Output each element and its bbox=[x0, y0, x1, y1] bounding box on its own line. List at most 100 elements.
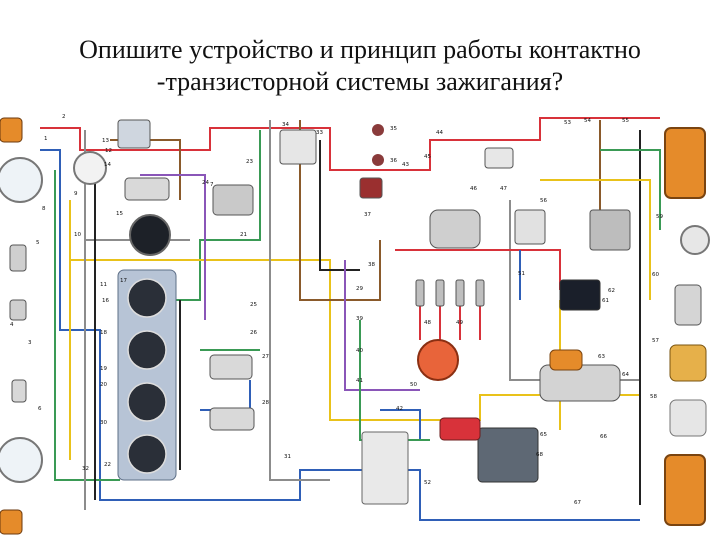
component-number: 34 bbox=[282, 122, 289, 128]
component-number: 38 bbox=[368, 262, 375, 268]
component-number: 45 bbox=[424, 154, 431, 160]
component-number: 63 bbox=[598, 354, 605, 360]
wire-yellow-main bbox=[69, 200, 640, 460]
component-number: 65 bbox=[540, 432, 547, 438]
component-number: 2 bbox=[62, 114, 66, 120]
right-rear-lamp-lower bbox=[664, 454, 706, 526]
component-number: 4 bbox=[10, 322, 14, 328]
component-number: 32 bbox=[82, 466, 89, 472]
right-switch-60 bbox=[674, 284, 702, 326]
horn-left bbox=[9, 244, 27, 272]
relay-block-top bbox=[117, 119, 151, 149]
fuse-panel-18 bbox=[361, 431, 409, 505]
right-lamp-58 bbox=[669, 399, 707, 437]
component-number: 52 bbox=[424, 480, 431, 486]
wire-violet-main bbox=[140, 174, 420, 391]
motor-47 bbox=[484, 147, 514, 169]
component-number: 21 bbox=[240, 232, 247, 238]
component-number: 46 bbox=[470, 186, 477, 192]
component-number: 39 bbox=[356, 316, 363, 322]
component-number: 24 bbox=[202, 180, 209, 186]
gauge-4 bbox=[127, 434, 167, 474]
title-line-2: -транзисторной системы зажигания? bbox=[156, 67, 564, 96]
component-number: 14 bbox=[104, 162, 111, 168]
instrument-panel-frame bbox=[117, 269, 177, 481]
component-number: 55 bbox=[622, 118, 629, 124]
title-line-1: Опишите устройство и принцип работы конт… bbox=[79, 35, 641, 64]
component-number: 66 bbox=[600, 434, 607, 440]
speedometer bbox=[129, 214, 171, 256]
component-number: 20 bbox=[100, 382, 107, 388]
component-number: 62 bbox=[608, 288, 615, 294]
component-number: 12 bbox=[105, 148, 112, 154]
spark-plug-2 bbox=[435, 279, 445, 307]
component-number: 47 bbox=[500, 186, 507, 192]
component-number: 36 bbox=[390, 158, 397, 164]
component-number: 7 bbox=[210, 182, 214, 188]
ignition-distributor bbox=[417, 339, 459, 381]
component-number: 33 bbox=[316, 130, 323, 136]
component-number-labels: 1 2 3 4 5 6 7 8 9 10 11 12 13 14 15 16 1… bbox=[10, 114, 663, 506]
component-number: 1 bbox=[44, 136, 48, 142]
component-number: 37 bbox=[364, 212, 371, 218]
generator bbox=[429, 209, 481, 249]
gauge-2 bbox=[127, 330, 167, 370]
component-number: 11 bbox=[100, 282, 107, 288]
component-number: 16 bbox=[102, 298, 109, 304]
relay-37 bbox=[359, 177, 383, 199]
radiator-block bbox=[589, 209, 631, 251]
component-number: 28 bbox=[262, 400, 269, 406]
left-side-lamps bbox=[0, 117, 107, 535]
wire-blue-main bbox=[40, 149, 640, 521]
starter-motor bbox=[539, 364, 621, 402]
wire-red-main bbox=[40, 117, 660, 171]
wire-black-main bbox=[94, 130, 641, 505]
component-number: 6 bbox=[38, 406, 42, 412]
component-number: 43 bbox=[402, 162, 409, 168]
component-number: 48 bbox=[424, 320, 431, 326]
component-number: 42 bbox=[396, 406, 403, 412]
component-number: 51 bbox=[518, 271, 525, 277]
component-number: 31 bbox=[284, 454, 291, 460]
right-lamp-57 bbox=[669, 344, 707, 382]
component-number: 27 bbox=[262, 354, 269, 360]
component-number: 10 bbox=[74, 232, 81, 238]
component-number: 44 bbox=[436, 130, 443, 136]
component-number: 61 bbox=[602, 298, 609, 304]
lamp-35 bbox=[372, 124, 384, 136]
fuse-box bbox=[279, 129, 317, 165]
component-number: 57 bbox=[652, 338, 659, 344]
component-number: 35 bbox=[390, 126, 397, 132]
sensor-left bbox=[9, 299, 27, 321]
component-number: 58 bbox=[650, 394, 657, 400]
spark-plug-3 bbox=[455, 279, 465, 307]
spark-plug-1 bbox=[415, 279, 425, 307]
component-number: 64 bbox=[622, 372, 629, 378]
left-rear-lamp bbox=[0, 509, 23, 535]
ignition-system bbox=[415, 279, 485, 381]
left-headlamp-lower bbox=[0, 437, 43, 483]
component-number: 9 bbox=[74, 191, 78, 197]
wire-red-ignition bbox=[395, 249, 561, 340]
battery bbox=[477, 427, 539, 483]
component-number: 18 bbox=[100, 330, 107, 336]
component-number: 40 bbox=[356, 348, 363, 354]
component-number: 49 bbox=[456, 320, 463, 326]
component-number: 5 bbox=[36, 240, 40, 246]
slide-title: Опишите устройство и принцип работы конт… bbox=[0, 34, 720, 98]
component-number: 41 bbox=[356, 378, 363, 384]
starter-solenoid bbox=[549, 349, 583, 371]
washer-motor bbox=[124, 177, 170, 201]
instrument-panel bbox=[117, 214, 177, 481]
component-number: 19 bbox=[100, 366, 107, 372]
component-number: 15 bbox=[116, 211, 123, 217]
right-rear-lamp-upper bbox=[664, 127, 706, 199]
pump-28 bbox=[209, 407, 255, 431]
component-number: 25 bbox=[250, 302, 257, 308]
component-number: 26 bbox=[250, 330, 257, 336]
left-front-turn-lamp bbox=[0, 117, 23, 143]
switch-left bbox=[11, 379, 27, 403]
spark-plug-4 bbox=[475, 279, 485, 307]
